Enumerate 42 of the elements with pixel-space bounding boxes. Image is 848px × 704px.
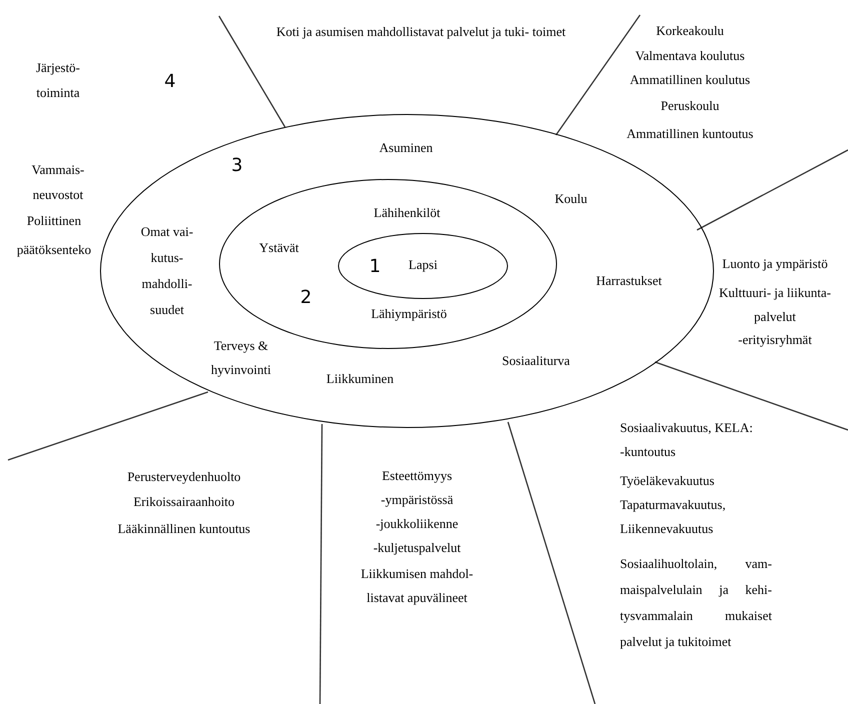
service-label: -erityisryhmät [738, 331, 812, 349]
service-label: Ammatillinen kuntoutus [626, 125, 754, 143]
service-label: Korkeakoulu [656, 22, 724, 40]
service-label: Ammatillinen koulutus [630, 71, 750, 89]
service-label: -kuljetuspalvelut [373, 539, 461, 557]
service-label: Tapaturmavakuutus, [620, 496, 726, 514]
service-label: Esteettömyys [382, 467, 452, 485]
service-label: Työeläkevakuutus [620, 472, 714, 490]
service-label: Lääkinnällinen kuntoutus [118, 520, 250, 538]
service-label: -ympäristössä [380, 491, 454, 509]
ring-label: Sosiaaliturva [502, 352, 570, 370]
ring-number: 3 [231, 156, 243, 176]
service-label: -joukkoliikenne [376, 515, 458, 533]
service-label: Järjestö- toiminta [34, 59, 82, 102]
service-label: Kulttuuri- ja liikunta- palvelut [718, 284, 832, 326]
service-label: Poliittinen päätöksenteko [16, 212, 92, 259]
service-label: Sosiaalivakuutus, KELA: [620, 419, 753, 437]
service-label: Koti ja asumisen mahdollistavat palvelut ja tuki- toimet [275, 23, 567, 41]
service-label: Vammais- neuvostot [30, 161, 86, 204]
service-label: Peruskoulu [660, 97, 720, 115]
ring-label: Lähiympäristö [371, 305, 447, 323]
ring-label: Ystävät [259, 239, 299, 257]
service-label: Luonto ja ympäristö [722, 255, 828, 273]
service-label: -kuntoutus [620, 443, 676, 461]
service-label: Erikoissairaanhoito [133, 493, 235, 511]
service-label: Liikennevakuutus [620, 520, 714, 538]
service-label: Perusterveydenhuolto [127, 468, 241, 486]
ring-label: Asuminen [379, 139, 433, 157]
service-label: Liikkumisen mahdol- listavat apuvälineet [360, 565, 474, 607]
ring-label: Terveys & hyvinvointi [210, 337, 272, 379]
ring-label: Lähihenkilöt [374, 204, 440, 222]
ring-label: Liikkuminen [326, 370, 394, 388]
ring-label: Omat vai- kutus- mahdolli- suudet [140, 223, 194, 319]
ring-ellipse [338, 233, 508, 299]
ring-label: Koulu [554, 190, 588, 208]
ring-label: Harrastukset [596, 272, 662, 290]
ring-label: Lapsi [408, 256, 438, 274]
ring-number: 1 [369, 257, 381, 277]
zone-number: 4 [164, 72, 176, 92]
ring-number: 2 [300, 288, 312, 308]
service-label: Valmentava koulutus [635, 47, 745, 65]
service-label: Sosiaalihuoltolain, vam- maispalvelulain ja kehi- tysvammalain mukaiset palvelut ja tukitoimet [620, 555, 772, 651]
